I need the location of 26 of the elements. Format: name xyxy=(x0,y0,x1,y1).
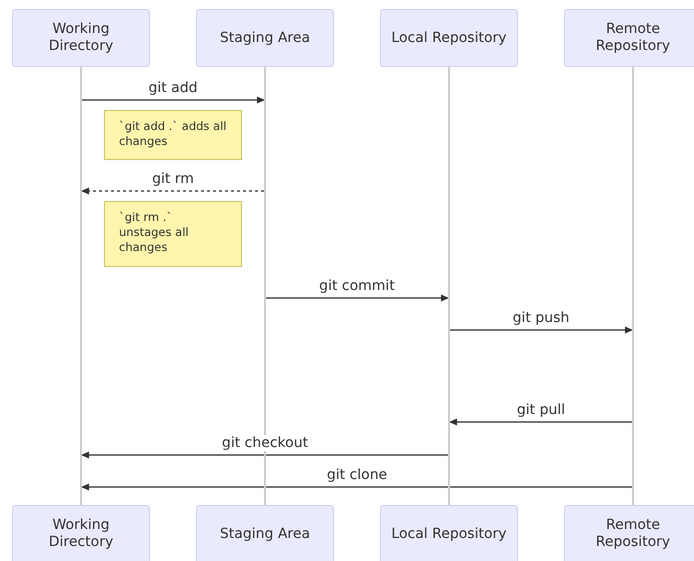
participant-box: Local Repository xyxy=(380,9,518,67)
participant-box: Remote Repository xyxy=(564,9,694,67)
message-arrow xyxy=(81,188,264,194)
message-arrow xyxy=(450,326,633,334)
note-box: `git add .` adds all changes xyxy=(104,110,242,160)
note-box: `git rm .` unstages all changes xyxy=(104,201,242,267)
edge-label: git rm xyxy=(150,171,196,187)
edge-label: git commit xyxy=(317,278,397,294)
message-arrow xyxy=(266,294,449,302)
message-arrow xyxy=(82,96,265,104)
message-arrow xyxy=(449,418,632,426)
edge-label: git clone xyxy=(324,467,390,483)
participant-box: Working Directory xyxy=(12,505,150,561)
edge-label: git checkout xyxy=(220,435,310,451)
participant-box: Local Repository xyxy=(380,505,518,561)
participant-box: Staging Area xyxy=(196,505,334,561)
participant-box: Working Directory xyxy=(12,9,150,67)
participant-box: Remote Repository xyxy=(564,505,694,561)
lifeline xyxy=(632,67,634,505)
lifeline xyxy=(264,67,266,505)
edge-label: git push xyxy=(510,310,572,326)
message-arrow xyxy=(81,452,448,458)
message-arrow xyxy=(81,484,632,490)
participant-box: Staging Area xyxy=(196,9,334,67)
lifeline xyxy=(80,67,82,505)
lifeline xyxy=(448,67,450,505)
